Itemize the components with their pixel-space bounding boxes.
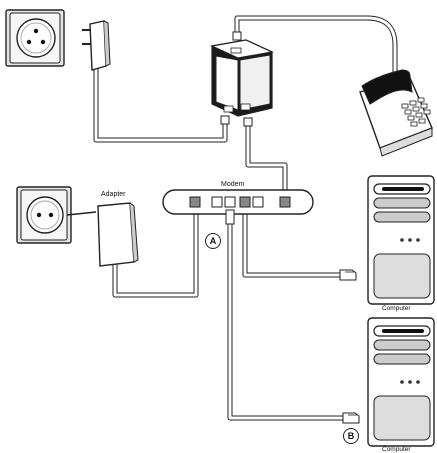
callout-b: B: [343, 428, 359, 444]
computer-tower-icon: [367, 175, 435, 305]
rj45-connector-icon: [339, 269, 357, 281]
wall-socket-icon: [5, 9, 65, 67]
ethernet-cable-bottom-computer: [227, 222, 346, 421]
modem-icon: [162, 189, 314, 225]
computer-label-top: Computer: [382, 305, 411, 312]
modem-label: Modem: [221, 181, 245, 188]
rj45-connector-icon: [342, 412, 360, 424]
adapter-label: Adapter: [101, 191, 126, 198]
wall-socket-icon: [16, 186, 97, 244]
computer-label-bottom: Computer: [382, 446, 411, 453]
computer-tower-icon: [367, 317, 435, 447]
phone-cable: [234, 15, 398, 91]
splitter-icon: [210, 31, 274, 127]
callout-a: A: [205, 233, 221, 249]
ethernet-cable-top-computer: [242, 207, 343, 278]
adapter-power-cable: [112, 207, 199, 298]
power-plug-icon: [82, 20, 111, 71]
splitter-modem-cable: [245, 122, 288, 198]
telephone-icon: [359, 69, 433, 157]
splitter-power-cable: [93, 65, 228, 143]
power-adapter-icon: [97, 202, 139, 267]
cables: [93, 15, 398, 421]
